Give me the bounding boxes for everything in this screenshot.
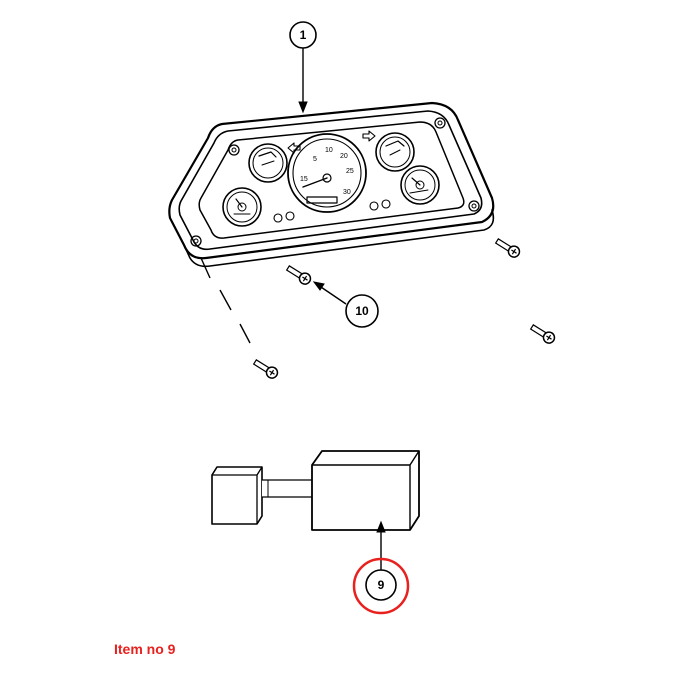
callout-9: 9 xyxy=(352,557,410,615)
right-turn-indicator-icon xyxy=(362,130,376,142)
screw-icon xyxy=(494,238,521,258)
electronic-module xyxy=(211,450,420,531)
gauge-lower-right xyxy=(400,165,440,205)
gauge-upper-right xyxy=(375,132,415,172)
speedometer-tick-labels: 5 10 15 20 25 30 xyxy=(300,147,354,196)
callout-1: 1 xyxy=(289,21,317,49)
callout-10: 10 xyxy=(345,294,379,328)
screw-icon xyxy=(285,265,312,285)
speedo-tick-label: 30 xyxy=(343,189,351,196)
leader-line-10 xyxy=(312,281,347,305)
gauge-upper-left xyxy=(248,143,288,183)
warning-lamp-icon xyxy=(273,213,283,223)
screw-icon xyxy=(252,359,279,379)
warning-lamp-icon xyxy=(285,211,295,221)
speedo-tick-label: 15 xyxy=(300,176,308,183)
callout-10-label: 10 xyxy=(355,304,369,318)
speedo-tick-label: 20 xyxy=(340,153,348,160)
speedo-tick-label: 5 xyxy=(313,156,317,163)
leader-line-1 xyxy=(298,48,308,114)
assembly-dashed-line xyxy=(200,257,251,344)
callout-9-label: 9 xyxy=(378,578,385,592)
screw-icon xyxy=(529,324,556,344)
speedo-tick-label: 10 xyxy=(325,147,333,154)
speedometer xyxy=(287,133,367,213)
leader-line-9 xyxy=(376,520,386,570)
highlight-ring xyxy=(352,557,410,615)
left-turn-indicator-icon xyxy=(287,142,301,154)
warning-lamp-icon xyxy=(369,201,379,211)
gauge-lower-left xyxy=(222,187,262,227)
instrument-cluster xyxy=(168,101,495,268)
speedo-tick-label: 25 xyxy=(346,168,354,175)
warning-lamp-icon xyxy=(381,199,391,209)
callout-1-label: 1 xyxy=(300,28,307,42)
item-caption: Item no 9 xyxy=(114,641,176,657)
